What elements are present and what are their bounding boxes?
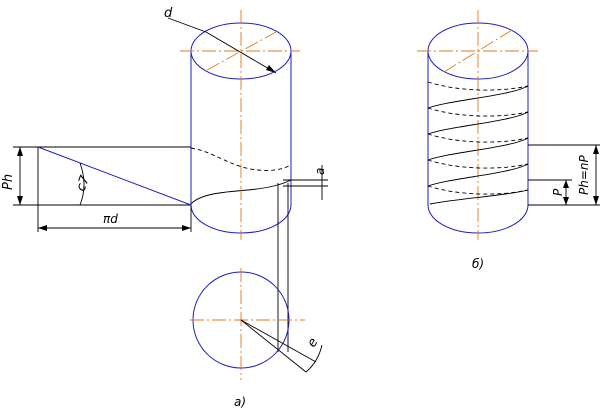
b-helix-front-2	[427, 111, 529, 135]
angle-ray-2	[240, 319, 317, 363]
figure-b-pitch-dims: P Ph=nP	[528, 144, 600, 206]
circumference-arrow-left	[38, 225, 47, 231]
caption-a: а)	[234, 395, 246, 409]
diameter-dim-line	[205, 31, 277, 74]
circumference-label: πd	[103, 212, 118, 226]
diameter-arrow	[266, 65, 276, 73]
b-ph-label: Ph=nP	[577, 154, 591, 195]
b-p-label: P	[551, 188, 565, 196]
b-helix-back-2	[427, 107, 529, 117]
angle-label: c7	[74, 173, 94, 193]
figure-b-cylinder	[417, 10, 538, 240]
unrolled-triangle: Ph c7 πd	[1, 146, 192, 232]
diameter-label: d	[164, 6, 173, 21]
small-angle-arc	[305, 344, 323, 373]
pitch-arrow-bottom	[17, 196, 23, 205]
b-helix-back-4	[427, 159, 529, 169]
b-diagonal-axis	[443, 29, 513, 73]
angle-arc	[79, 162, 85, 206]
b-helix-back-3	[427, 133, 529, 143]
triangle-hypotenuse	[37, 146, 192, 206]
b-helix-back-1	[427, 81, 529, 91]
thread-a-label: a	[313, 168, 327, 175]
b-ph-arrow-top	[593, 145, 599, 154]
thread-height-dim: a	[277, 165, 328, 352]
b-p-arrow-bottom	[563, 197, 569, 205]
pitch-left-label: Ph	[1, 174, 16, 190]
figure-a-cylinder: d	[164, 6, 300, 240]
b-helix-front-3	[427, 137, 529, 161]
helix-back-dashed	[190, 147, 292, 171]
b-helix-front-5	[429, 189, 529, 205]
helix-front-solid	[190, 179, 292, 205]
b-helix-front-1	[427, 85, 529, 109]
small-angle-label: e	[304, 336, 321, 350]
circumference-arrow-right	[182, 225, 191, 231]
angle-ray-1	[240, 319, 307, 373]
figure-a-top-view: e	[190, 268, 323, 380]
b-ph-arrow-bottom	[593, 196, 599, 205]
b-p-arrow-top	[563, 180, 569, 188]
b-helix-front-4	[427, 163, 529, 187]
caption-b: б)	[472, 257, 484, 271]
top-diagonal-axis	[206, 31, 277, 71]
pitch-arrow-top	[17, 147, 23, 156]
diameter-leader	[167, 17, 207, 33]
